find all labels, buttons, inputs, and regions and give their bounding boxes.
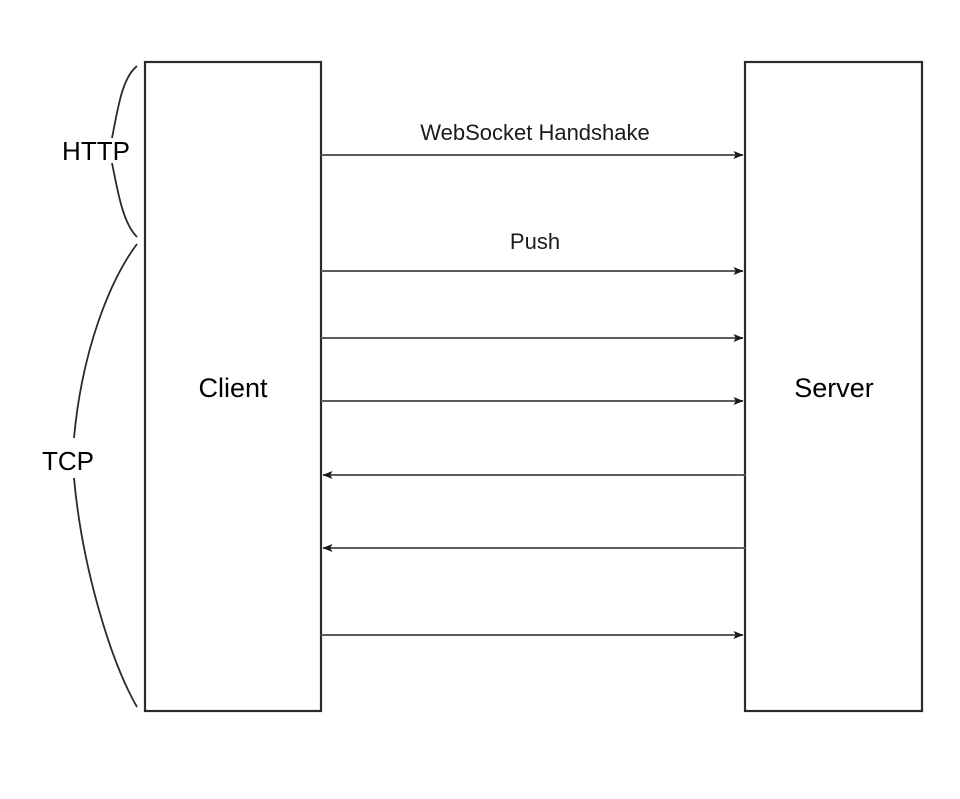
http-brace-label: HTTP <box>62 136 130 166</box>
client-box[interactable] <box>143 60 323 713</box>
client-label: Client <box>198 373 268 403</box>
tcp-brace-path <box>73 243 138 708</box>
server-label: Server <box>794 373 874 403</box>
tcp-brace-label: TCP <box>42 446 94 476</box>
node-client[interactable]: Client <box>143 60 323 713</box>
node-server[interactable]: Server <box>743 60 924 713</box>
message-1[interactable]: WebSocket Handshake <box>321 120 744 159</box>
brace-http: HTTP <box>62 65 138 238</box>
message-1-label: WebSocket Handshake <box>420 120 650 145</box>
server-box[interactable] <box>743 60 924 713</box>
message-2-label: Push <box>510 229 560 254</box>
http-brace-path <box>111 65 138 238</box>
brace-tcp: TCP <box>42 243 138 708</box>
message-2[interactable]: Push <box>321 229 744 275</box>
